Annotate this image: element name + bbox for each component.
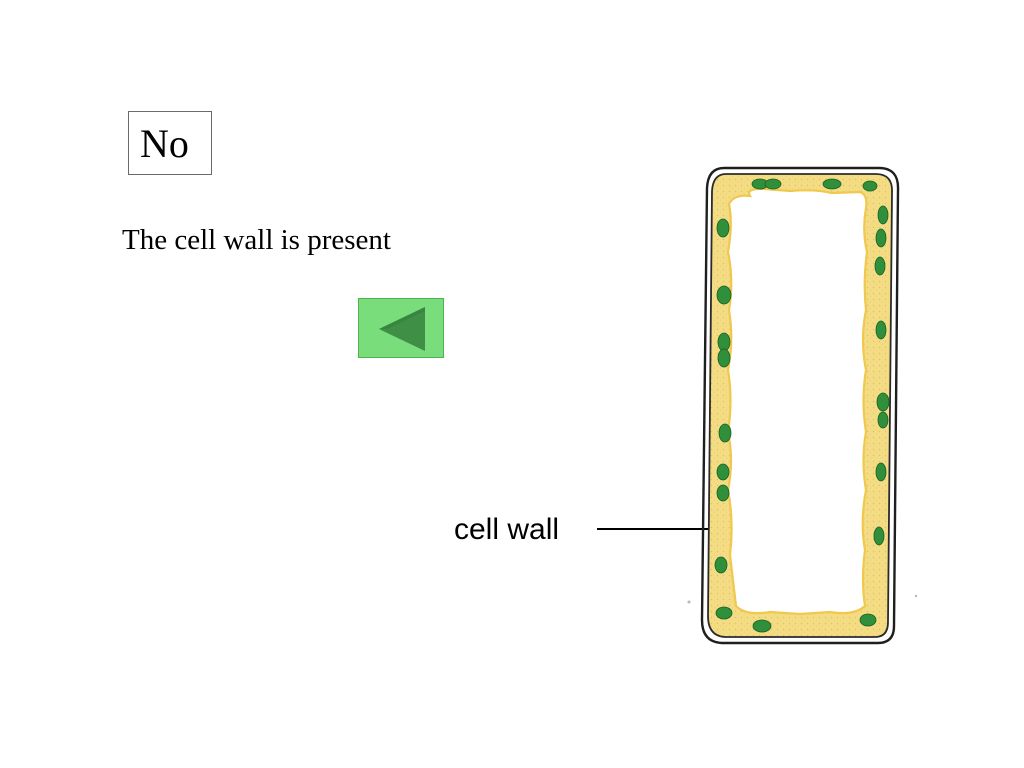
answer-box: No xyxy=(128,111,212,175)
plant-cell-diagram xyxy=(687,166,918,645)
cell-wall-label: cell wall xyxy=(454,513,560,546)
cell-wall-pointer-line xyxy=(597,528,709,530)
stray-marks xyxy=(687,594,918,604)
answer-text: No xyxy=(140,121,189,166)
triangle-left-icon xyxy=(379,307,425,351)
chloroplasts xyxy=(714,178,890,633)
vacuole xyxy=(726,187,869,616)
back-button[interactable] xyxy=(358,298,444,358)
explanation-text: The cell wall is present xyxy=(122,224,391,256)
